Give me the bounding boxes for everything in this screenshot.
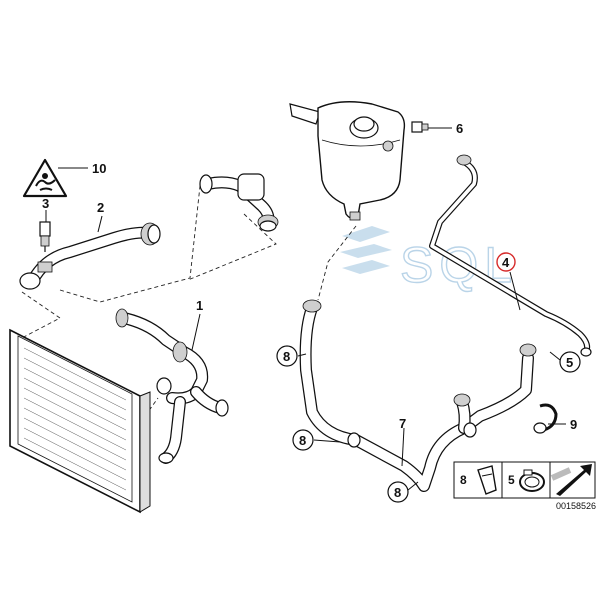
radiator <box>9 328 151 514</box>
svg-text:2: 2 <box>97 200 104 215</box>
callout-1: 1 <box>196 298 203 313</box>
svg-text:8: 8 <box>283 349 290 364</box>
upper-radiator-hose <box>19 222 161 290</box>
svg-text:6: 6 <box>456 121 463 136</box>
direction-arrow-icon <box>550 464 592 496</box>
callout-8-lower: 8 <box>292 429 314 451</box>
svg-text:8: 8 <box>299 433 306 448</box>
svg-text:5: 5 <box>566 355 573 370</box>
callout-8-left: 8 <box>276 345 298 367</box>
warning-hot-coolant-icon <box>22 158 68 198</box>
svg-text:7: 7 <box>399 416 406 431</box>
svg-text:10: 10 <box>92 161 106 176</box>
legend-cell-5: 5 <box>508 469 545 492</box>
svg-text:1: 1 <box>196 298 203 313</box>
coolant-return-hose <box>299 299 537 492</box>
lower-radiator-hose <box>115 308 229 464</box>
callout-10: 10 <box>92 161 106 176</box>
svg-text:5: 5 <box>508 473 515 487</box>
legend-cell-8: 8 <box>460 465 497 495</box>
callout-4-highlighted: 4 <box>496 252 516 272</box>
temperature-sensor <box>39 221 51 252</box>
callout-7: 7 <box>399 416 406 431</box>
document-number: 00158526 <box>556 501 596 511</box>
leader-lines <box>45 127 566 491</box>
callout-9: 9 <box>570 417 577 432</box>
hose-clamp <box>533 403 558 434</box>
callout-3: 3 <box>42 196 49 211</box>
thermostat-housing <box>199 173 279 232</box>
hose-clamp-icon <box>519 469 545 492</box>
vent-line <box>429 154 592 357</box>
svg-text:4: 4 <box>502 255 510 270</box>
svg-text:8: 8 <box>394 485 401 500</box>
watermark-logo-icon <box>340 226 392 274</box>
callout-2: 2 <box>97 200 104 215</box>
parts-legend: 8 5 00158526 <box>453 461 596 511</box>
callout-6: 6 <box>456 121 463 136</box>
svg-text:9: 9 <box>570 417 577 432</box>
expansion-tank <box>289 101 406 221</box>
highlight-ring <box>496 252 516 272</box>
bleed-screw <box>411 121 429 133</box>
callout-8-bottom: 8 <box>387 481 409 503</box>
svg-text:8: 8 <box>460 473 467 487</box>
callout-5: 5 <box>559 351 581 373</box>
svg-text:3: 3 <box>42 196 49 211</box>
clip-icon <box>477 465 497 495</box>
